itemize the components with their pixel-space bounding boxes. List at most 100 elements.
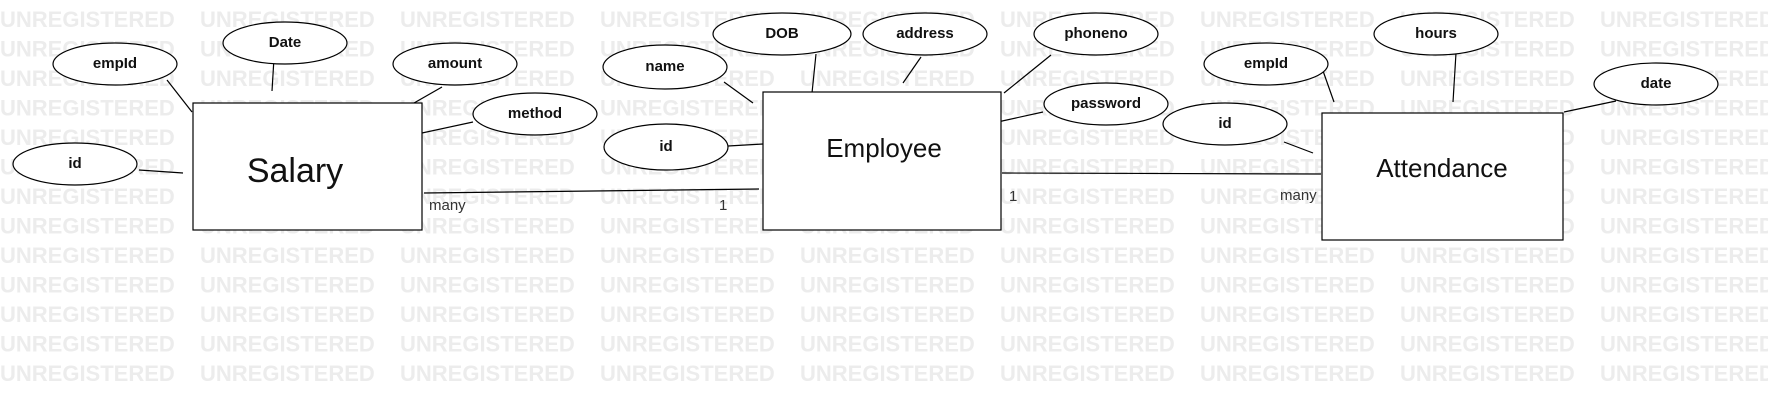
watermark-text: UNREGISTERED <box>0 302 175 327</box>
attribute-connectors <box>138 52 1617 174</box>
cardinality-salary-many: many <box>429 197 466 214</box>
watermark-text: UNREGISTERED <box>400 361 575 386</box>
connector-attendance-empid <box>1321 67 1335 103</box>
watermark-text: UNREGISTERED <box>400 184 575 209</box>
watermark-text: UNREGISTERED <box>1600 125 1768 150</box>
attribute-attendance-id[interactable]: id <box>1162 102 1288 146</box>
watermark-text: UNREGISTERED <box>1000 243 1175 268</box>
attribute-salary-method[interactable]: method <box>472 92 598 136</box>
attribute-label: id <box>1218 115 1231 132</box>
connector-attendance-date <box>1563 100 1617 113</box>
watermark-text: UNREGISTERED <box>200 332 375 357</box>
watermark-text: UNREGISTERED <box>0 243 175 268</box>
watermark-text: UNREGISTERED <box>1600 273 1768 298</box>
cardinality-employee-one-left: 1 <box>719 197 727 214</box>
watermark-text: UNREGISTERED <box>800 243 975 268</box>
attribute-label: method <box>508 105 562 122</box>
attribute-salary-date[interactable]: Date <box>222 21 348 65</box>
watermark-text: UNREGISTERED <box>1200 243 1375 268</box>
entity-employee[interactable]: Employee <box>762 91 1002 231</box>
watermark-text: UNREGISTERED <box>1600 37 1768 62</box>
watermark-text: UNREGISTERED <box>400 155 575 180</box>
connector-employee-dob <box>811 53 817 94</box>
relationship-lines <box>423 172 1322 194</box>
attribute-label: Date <box>269 34 302 51</box>
attribute-attendance-empid[interactable]: empId <box>1203 42 1329 86</box>
watermark-text: UNREGISTERED <box>800 332 975 357</box>
attribute-salary-id[interactable]: id <box>12 142 138 186</box>
attribute-employee-name[interactable]: name <box>602 44 728 90</box>
watermark-text: UNREGISTERED <box>400 332 575 357</box>
watermark-text: UNREGISTERED <box>1000 302 1175 327</box>
watermark-text: UNREGISTERED <box>1000 273 1175 298</box>
connector-salary-amount <box>413 86 443 104</box>
watermark-text: UNREGISTERED <box>1600 243 1768 268</box>
watermark-text: UNREGISTERED <box>1000 332 1175 357</box>
watermark-text: UNREGISTERED <box>1600 332 1768 357</box>
attribute-label: DOB <box>765 25 799 42</box>
attribute-label: address <box>896 25 954 42</box>
watermark-text: UNREGISTERED <box>1000 155 1175 180</box>
watermark-text: UNREGISTERED <box>1200 273 1375 298</box>
connector-salary-empid <box>166 79 193 113</box>
watermark-text: UNREGISTERED <box>400 214 575 239</box>
attribute-label: name <box>645 58 684 75</box>
watermark-text: UNREGISTERED <box>1400 332 1575 357</box>
watermark-text: UNREGISTERED <box>600 361 775 386</box>
cardinality-attendance-many: many <box>1280 187 1317 204</box>
attribute-label: hours <box>1415 25 1457 42</box>
watermark-text: UNREGISTERED <box>1400 243 1575 268</box>
watermark-text: UNREGISTERED <box>1000 125 1175 150</box>
attribute-employee-password[interactable]: password <box>1043 82 1169 126</box>
connector-attendance-hours <box>1452 52 1457 103</box>
entity-attendance[interactable]: Attendance <box>1321 112 1564 241</box>
attribute-label: phoneno <box>1064 25 1127 42</box>
watermark-text: UNREGISTERED <box>0 332 175 357</box>
attribute-attendance-date[interactable]: date <box>1593 62 1719 106</box>
watermark-text: UNREGISTERED <box>1600 184 1768 209</box>
attribute-employee-phoneno[interactable]: phoneno <box>1033 12 1159 56</box>
connector-salary-id <box>138 169 184 174</box>
watermark-text: UNREGISTERED <box>1400 361 1575 386</box>
attribute-employee-id[interactable]: id <box>603 123 729 171</box>
attribute-employee-dob[interactable]: DOB <box>712 12 852 56</box>
attribute-employee-address[interactable]: address <box>862 12 988 56</box>
watermark-text: UNREGISTERED <box>800 66 975 91</box>
watermark-text: UNREGISTERED <box>0 273 175 298</box>
watermark-text: UNREGISTERED <box>200 273 375 298</box>
attribute-label: date <box>1641 75 1672 92</box>
attribute-label: empId <box>93 55 137 72</box>
attribute-attendance-hours[interactable]: hours <box>1373 12 1499 56</box>
watermark-text: UNREGISTERED <box>1200 332 1375 357</box>
connector-attendance-id <box>1283 141 1314 154</box>
watermark-text: UNREGISTERED <box>0 214 175 239</box>
attribute-salary-empid[interactable]: empId <box>52 42 178 86</box>
attribute-label: password <box>1071 95 1141 112</box>
watermark-text: UNREGISTERED <box>200 302 375 327</box>
watermark-text: UNREGISTERED <box>1400 273 1575 298</box>
watermark-text: UNREGISTERED <box>600 184 775 209</box>
attribute-label: id <box>68 155 81 172</box>
watermark-text: UNREGISTERED <box>1000 184 1175 209</box>
watermark-text: UNREGISTERED <box>800 302 975 327</box>
attribute-salary-amount[interactable]: amount <box>392 42 518 86</box>
watermark-text: UNREGISTERED <box>1400 302 1575 327</box>
watermark-text: UNREGISTERED <box>0 184 175 209</box>
watermark-text: UNREGISTERED <box>0 361 175 386</box>
watermark-text: UNREGISTERED <box>1000 214 1175 239</box>
watermark-text: UNREGISTERED <box>0 96 175 121</box>
watermark-text: UNREGISTERED <box>600 96 775 121</box>
entity-salary-label: Salary <box>247 152 343 190</box>
entity-attendance-label: Attendance <box>1376 153 1508 183</box>
watermark-text: UNREGISTERED <box>1000 361 1175 386</box>
watermark-text: UNREGISTERED <box>400 273 575 298</box>
watermark-text: UNREGISTERED <box>600 214 775 239</box>
watermark-text: UNREGISTERED <box>600 243 775 268</box>
watermark-text: UNREGISTERED <box>400 243 575 268</box>
entity-salary[interactable]: Salary <box>192 102 423 231</box>
connector-employee-name <box>723 81 754 104</box>
cardinality-employee-one-right: 1 <box>1009 188 1017 205</box>
watermark-text: UNREGISTERED <box>800 273 975 298</box>
attribute-label: amount <box>428 55 482 72</box>
